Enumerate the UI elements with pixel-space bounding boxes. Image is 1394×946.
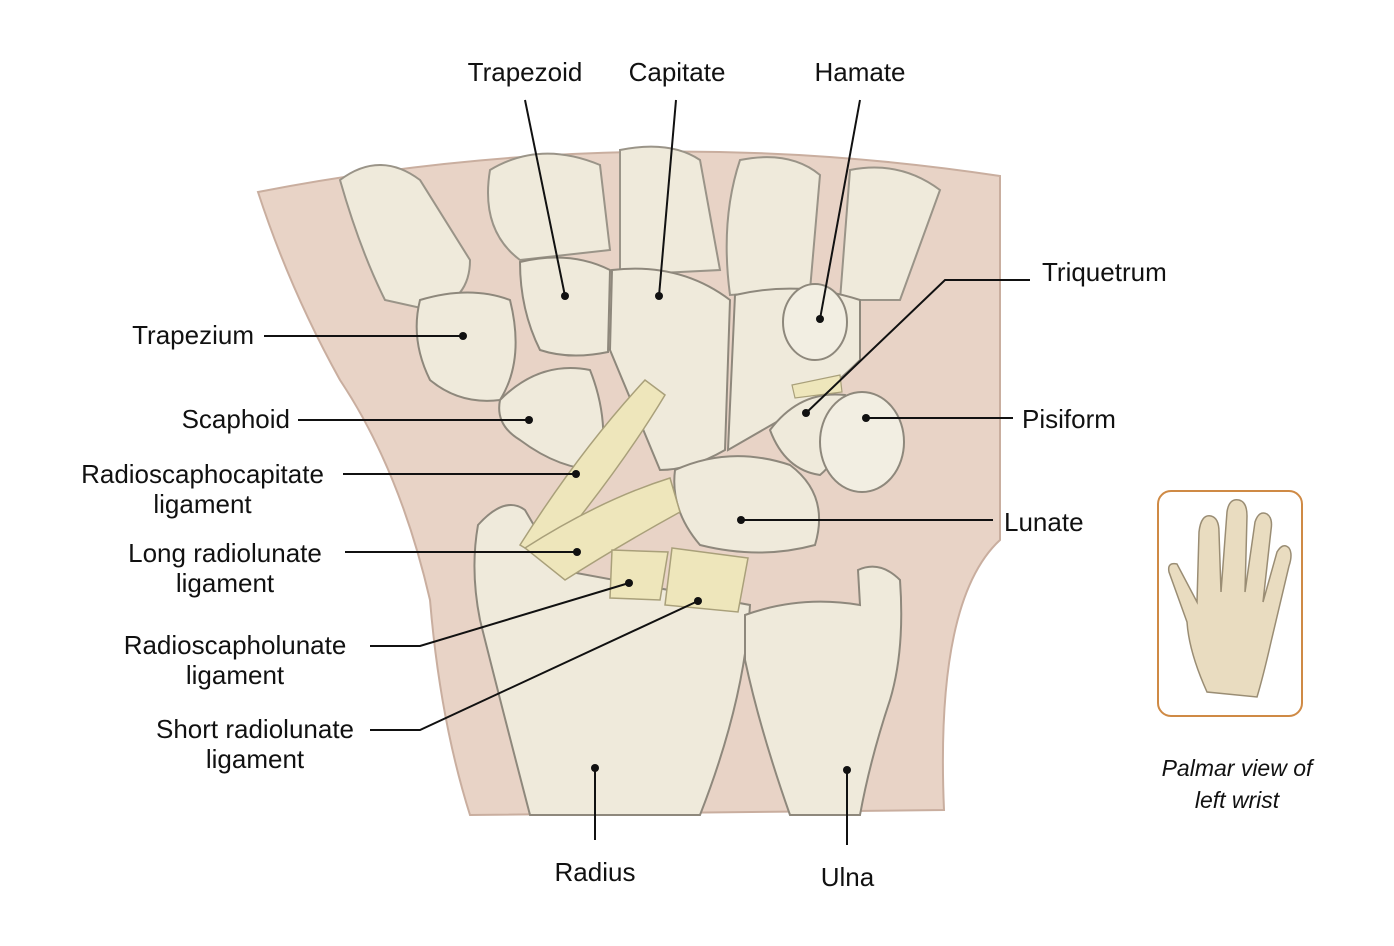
- leader-radioscapholunate: [370, 582, 630, 647]
- dot-trapezoid: [561, 292, 569, 300]
- label-scaphoid: Scaphoid: [181, 404, 290, 434]
- ulna-bone: [744, 565, 903, 816]
- leader-trapezoid: [524, 99, 566, 297]
- label-long-radiolunate: Long radiolunate ligament: [110, 538, 340, 598]
- leader-lines: [264, 99, 1030, 845]
- dot-pisiform: [862, 414, 870, 422]
- dot-radioscaphocapitate: [572, 470, 580, 478]
- pisiform-bone: [819, 391, 905, 493]
- dot-radius: [591, 764, 599, 772]
- label-radioscapholunate-line1: Radioscapholunate: [123, 630, 347, 660]
- leader-short-radiolunate: [370, 600, 699, 731]
- dot-hamate: [816, 315, 824, 323]
- metacarpal-2: [487, 152, 612, 262]
- trapezoid-bone: [518, 256, 612, 357]
- inset-caption-line1: Palmar view of: [1161, 755, 1313, 781]
- leader-dots: [459, 292, 870, 774]
- label-short-radiolunate-line1: Short radiolunate: [155, 714, 355, 744]
- dot-triquetrum: [802, 409, 810, 417]
- radius-bone: [473, 504, 752, 816]
- palm-shape: [1167, 499, 1292, 698]
- label-hamate: Hamate: [814, 57, 906, 87]
- label-radioscaphocapitate: Radioscaphocapitate ligament: [70, 459, 335, 519]
- label-short-radiolunate: Short radiolunate ligament: [135, 714, 375, 774]
- label-radioscaphocapitate-line2: ligament: [153, 489, 252, 519]
- dot-radioscapholunate: [625, 579, 633, 587]
- metacarpal-3: [619, 145, 722, 277]
- inset-caption-line2: left wrist: [1194, 787, 1280, 813]
- metacarpal-4: [725, 156, 822, 297]
- label-lunate: Lunate: [1004, 507, 1084, 537]
- radioscapholunate-ligament-shape: [609, 549, 669, 601]
- dot-scaphoid: [525, 416, 533, 424]
- leader-triquetrum: [805, 279, 1030, 414]
- dot-lunate: [737, 516, 745, 524]
- label-radioscapholunate-line2: ligament: [185, 660, 285, 690]
- lunate-bone: [673, 455, 821, 554]
- short-radiolunate-ligament-shape: [664, 547, 749, 613]
- small-ligament-hamate: [791, 374, 843, 399]
- leader-capitate: [658, 99, 677, 297]
- label-long-radiolunate-line1: Long radiolunate: [128, 538, 322, 568]
- dot-short-radiolunate: [694, 597, 702, 605]
- label-radioscaphocapitate-line1: Radioscaphocapitate: [81, 459, 324, 489]
- label-trapezium: Trapezium: [132, 320, 254, 350]
- radioscaphocapitate-ligament-shape: [518, 378, 666, 561]
- inset-frame: [1157, 490, 1303, 717]
- label-triquetrum: Triquetrum: [1042, 257, 1167, 287]
- leader-hamate: [819, 99, 861, 320]
- hamate-hook: [782, 283, 848, 361]
- label-radius: Radius: [554, 857, 636, 887]
- label-trapezoid: Trapezoid: [467, 57, 583, 87]
- label-radioscapholunate: Radioscapholunate ligament: [110, 630, 360, 690]
- dot-trapezium: [459, 332, 467, 340]
- dot-long-radiolunate: [573, 548, 581, 556]
- label-pisiform: Pisiform: [1022, 404, 1116, 434]
- label-long-radiolunate-line2: ligament: [175, 568, 275, 598]
- dot-capitate: [655, 292, 663, 300]
- dot-ulna: [843, 766, 851, 774]
- label-ulna: Ulna: [820, 862, 875, 892]
- palm-hand-icon: [1167, 499, 1292, 698]
- label-short-radiolunate-line2: ligament: [205, 744, 305, 774]
- inset-caption: Palmar view of left wrist: [1140, 752, 1334, 816]
- long-radiolunate-ligament-shape: [523, 477, 681, 581]
- label-capitate: Capitate: [628, 57, 726, 87]
- metacarpal-5: [838, 166, 942, 301]
